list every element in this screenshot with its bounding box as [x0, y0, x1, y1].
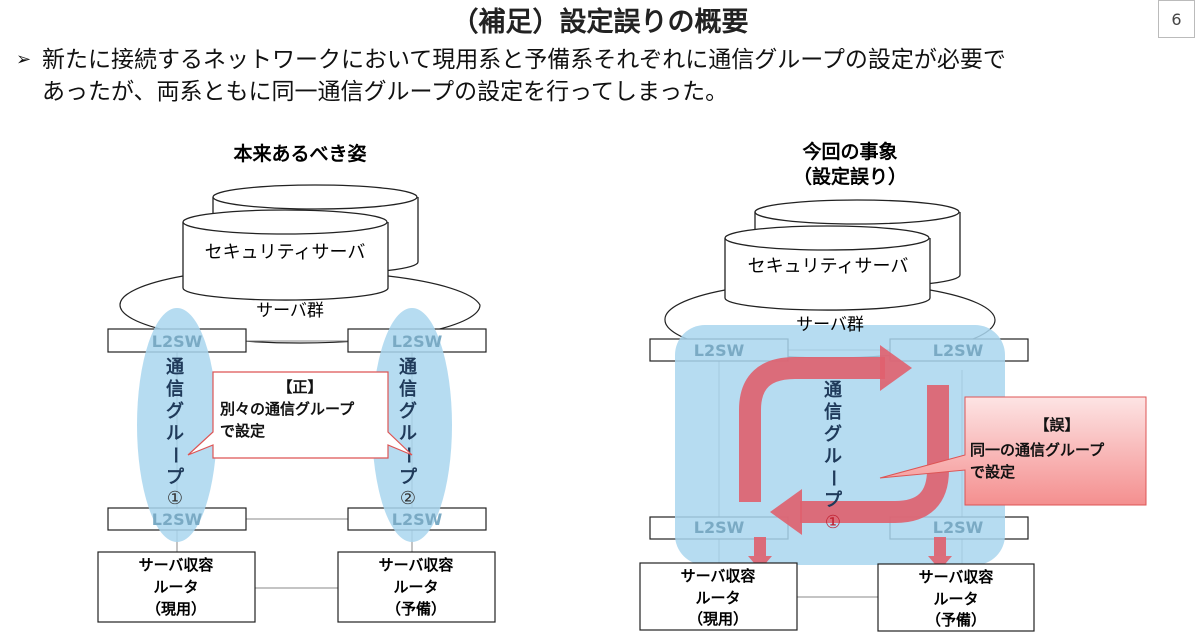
svg-text:ー: ー	[164, 446, 185, 464]
router-active	[97, 551, 256, 623]
router-label: サーバ収容	[681, 567, 756, 585]
comm-group-2-label: 通 信 グ ル ー プ ②	[397, 357, 418, 509]
slide-title: （補足）設定誤りの概要	[451, 7, 749, 38]
security-server-label: セキュリティサーバ	[748, 256, 909, 277]
svg-text:グ: グ	[166, 400, 184, 422]
correct-callout	[187, 371, 413, 459]
l2sw-label: L2SW	[152, 332, 203, 351]
svg-text:ー: ー	[822, 469, 843, 487]
callout-line: で設定	[970, 463, 1015, 481]
comm-group-2-ellipse	[372, 308, 452, 542]
router-active	[639, 562, 798, 631]
svg-text:信: 信	[824, 401, 842, 423]
svg-text:信: 信	[399, 378, 417, 400]
svg-text:プ: プ	[824, 489, 843, 511]
l2sw-label: L2SW	[694, 341, 745, 360]
svg-text:②: ②	[400, 488, 416, 509]
svg-text:通: 通	[824, 380, 842, 401]
bullet-marker: ➢	[16, 49, 32, 70]
router-label: サーバ収容	[919, 568, 994, 586]
security-server-cylinder	[182, 184, 419, 301]
callout-line: 同一の通信グループ	[970, 441, 1105, 459]
bullet-line-2: あったが、両系ともに同一通信グループの設定を行ってしまった。	[42, 79, 729, 105]
svg-text:プ: プ	[166, 466, 185, 488]
svg-text:通: 通	[399, 357, 417, 378]
arrow-head-down	[928, 556, 952, 570]
router-label: ルータ	[933, 590, 978, 608]
arrow-head-left	[770, 489, 802, 535]
router-label: （現用）	[146, 600, 206, 618]
callout-title: 【正】	[277, 378, 322, 396]
router-label: （現用）	[688, 610, 748, 628]
svg-text:ル: ル	[399, 423, 417, 444]
router-standby	[877, 563, 1035, 632]
svg-text:ル: ル	[166, 423, 184, 444]
l2sw-label: L2SW	[392, 332, 443, 351]
svg-text:プ: プ	[399, 466, 418, 488]
comm-group-1-label: 通 信 グ ル ー プ ①	[164, 357, 185, 509]
arrow-head-right	[880, 345, 912, 391]
svg-text:信: 信	[166, 378, 184, 400]
router-label: （予備）	[386, 600, 446, 618]
svg-text:グ: グ	[824, 423, 842, 445]
left-diagram: 本来あるべき姿 セキュリティサーバ サーバ群 L2SW L2SW L2SW	[97, 142, 496, 623]
svg-text:①: ①	[167, 488, 183, 509]
server-group-label: サーバ群	[796, 315, 864, 335]
bullet-text: ➢ 新たに接続するネットワークにおいて現用系と予備系それぞれに通信グループの設定…	[16, 44, 1006, 108]
comm-group-1-ellipse	[137, 308, 217, 542]
server-group-label: サーバ群	[256, 301, 324, 321]
right-heading: 今回の事象	[801, 140, 897, 163]
right-diagram: 今回の事象 （設定誤り） セキュリティサーバ サーバ群 L2SW L2SW L2…	[639, 140, 1147, 632]
router-label: サーバ収容	[139, 556, 214, 574]
bullet-line-1: 新たに接続するネットワークにおいて現用系と予備系それぞれに通信グループの設定が必…	[42, 47, 1006, 73]
callout-line: 別々の通信グループ	[219, 400, 355, 418]
callout-line: で設定	[220, 422, 265, 440]
l2sw-label: L2SW	[392, 510, 443, 529]
router-label: ルータ	[153, 578, 198, 596]
router-label: ルータ	[393, 578, 438, 596]
router-label: ルータ	[695, 589, 740, 607]
l2sw-label: L2SW	[694, 518, 745, 537]
page-number: 6	[1158, 0, 1195, 38]
callout-title: 【誤】	[1034, 416, 1079, 434]
left-heading: 本来あるべき姿	[233, 142, 366, 165]
security-server-label: セキュリティサーバ	[205, 242, 366, 263]
svg-text:グ: グ	[399, 400, 417, 422]
l2sw-label: L2SW	[933, 518, 984, 537]
comm-group-1-label: 通 信 グ ル ー プ ①	[822, 380, 843, 533]
error-callout	[879, 396, 1147, 506]
l2sw-label: L2SW	[933, 341, 984, 360]
router-label: （予備）	[926, 611, 986, 629]
svg-text:通: 通	[166, 357, 184, 378]
svg-text:①: ①	[825, 512, 841, 533]
right-subheading: （設定誤り）	[793, 165, 907, 188]
svg-text:ル: ル	[824, 446, 842, 467]
l2sw-label: L2SW	[152, 510, 203, 529]
security-server-cylinder	[724, 199, 961, 311]
router-standby	[337, 551, 496, 623]
router-label: サーバ収容	[379, 556, 454, 574]
